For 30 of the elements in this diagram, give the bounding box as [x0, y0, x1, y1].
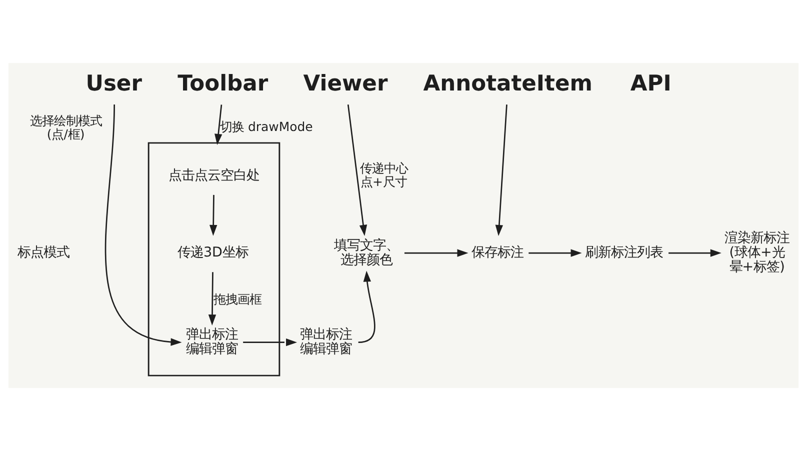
- label: 标点模式: [18, 244, 70, 260]
- arrow: [495, 104, 508, 236]
- arrow: [668, 248, 722, 256]
- arrow: [404, 248, 468, 256]
- edge-label: 拖拽画框: [213, 290, 262, 306]
- arrow: [347, 104, 368, 236]
- node-text: 保存标注: [471, 244, 524, 260]
- node-text: 弹出标注编辑弹窗: [300, 326, 352, 357]
- arrow: [105, 104, 182, 346]
- arrow: [358, 270, 376, 342]
- arrow: [528, 248, 582, 256]
- edge-label: 切换 drawMode: [220, 118, 313, 134]
- node-text: 刷新标注列表: [585, 244, 664, 260]
- node-text: Toolbar: [178, 70, 268, 96]
- arrow: [209, 194, 218, 236]
- arrow: [214, 104, 222, 144]
- node-text: API: [630, 70, 672, 96]
- node-text: 渲染新标注(球体+光晕+标签): [724, 230, 790, 275]
- node-text: 填写文字、选择颜色: [334, 236, 400, 268]
- edge-label: 传递中心点+尺寸: [360, 160, 408, 189]
- edge-label: 选择绘制模式(点/框): [30, 112, 102, 141]
- node-text: 传递3D坐标: [177, 244, 248, 260]
- node-text: Viewer: [303, 70, 388, 96]
- arrow: [243, 338, 298, 346]
- node-text: 弹出标注编辑弹窗: [186, 326, 238, 357]
- cluster: [148, 142, 280, 376]
- arrow: [208, 272, 216, 326]
- node-text: 点击点云空白处: [168, 167, 260, 184]
- node-text: AnnotateItem: [423, 70, 592, 96]
- node-text: User: [86, 70, 142, 96]
